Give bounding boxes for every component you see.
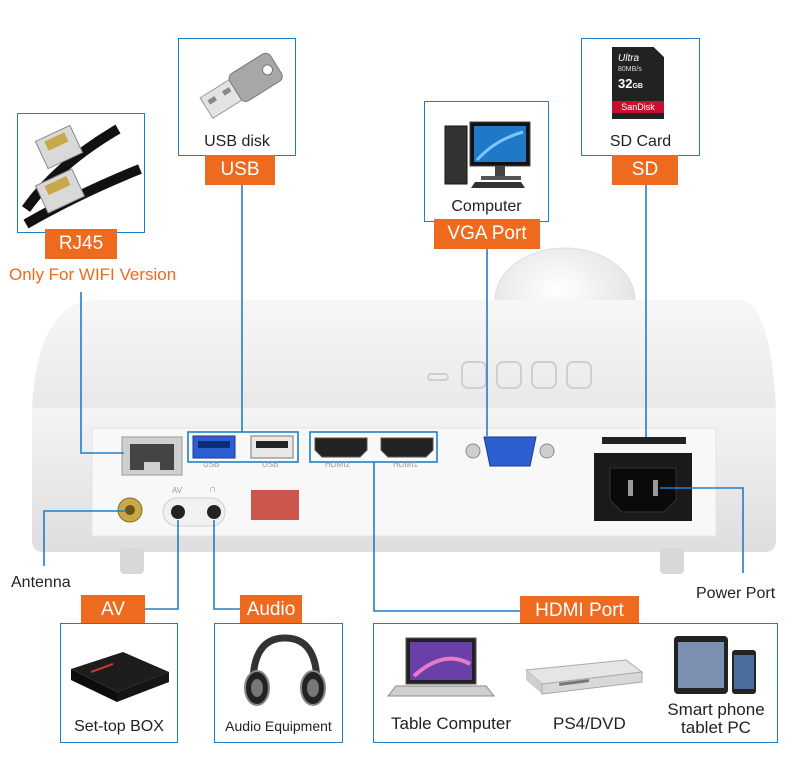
hdmi-item-laptop: Table Computer [391,714,512,733]
usb2-mark: USB [262,460,279,469]
ir-window [251,490,299,520]
vga-port [465,436,555,467]
sd-image-box: Ultra 80MB/s 32GB SanDisk SD Card [581,38,700,156]
hdmi-item-phone: Smart phone tablet PC [667,700,765,737]
hdmi1-mark: HDMI1 [393,460,418,469]
hdmi-port-2 [314,437,368,458]
keypad [427,361,592,389]
audio-mark: ∩ [209,484,217,495]
hdmi-item-dvd: PS4/DVD [553,714,626,733]
settop-image-box: Set-top BOX [60,623,178,743]
power-label: Power Port [696,585,776,602]
usb-disk-icon [199,52,283,119]
sd-card-line: Ultra [618,53,640,64]
sd-card-unit: GB [632,83,643,90]
hdmi-port-1 [380,437,434,458]
usb-tag: USB [205,155,275,185]
foot-right [660,548,684,574]
sd-card-size: 32GB [618,76,643,91]
hdmi2-mark: HDMI2 [325,460,350,469]
sd-slot [602,437,686,444]
sd-tag: SD [612,155,678,185]
connector-lines [43,184,744,612]
headphones-icon [244,634,326,706]
tablet-phone-icon [674,636,756,694]
hdmi-devices-icons [386,636,756,697]
usb-caption: USB disk [204,133,270,150]
antenna-connector [117,497,143,523]
power-port [594,453,692,521]
computer-icon [444,121,531,188]
audio-caption: Audio Equipment [225,718,332,734]
av-mark: AV [172,486,183,495]
computer-caption: Computer [451,198,522,215]
sd-card-icon: Ultra 80MB/s 32GB SanDisk [612,47,664,119]
rj45-note: Only For WIFI Version [9,265,177,284]
settop-box-icon [71,652,169,702]
usb-image-box: USB disk [178,38,296,156]
hdmi-tag: HDMI Port [520,596,639,626]
av-tag: AV [81,595,145,625]
laptop-icon [386,637,496,697]
audio-tag: Audio [240,595,302,625]
audio-image-box: Audio Equipment [214,623,343,743]
vga-tag: VGA Port [434,219,540,249]
projector-top [32,300,776,408]
antenna-label: Antenna [11,574,71,591]
sd-card-brand: SanDisk [612,101,664,113]
usb-port-2 [250,435,294,459]
sd-card-size-value: 32 [618,76,633,91]
hdmi-devices-box [373,623,778,743]
rj45-cable-icon [21,124,142,229]
rj45-image-box [17,113,145,233]
computer-image-box: Computer [424,101,549,222]
rj45-port [121,436,183,476]
usb1-mark: USB [203,460,220,469]
sd-caption: SD Card [609,133,672,150]
usb-port-1 [192,435,236,459]
dvd-player-icon [524,659,644,695]
foot-left [120,548,144,574]
sd-card-speed: 80MB/s [618,66,642,73]
rj45-tag: RJ45 [45,229,117,259]
settop-caption: Set-top BOX [74,718,164,735]
av-jack [162,497,226,527]
